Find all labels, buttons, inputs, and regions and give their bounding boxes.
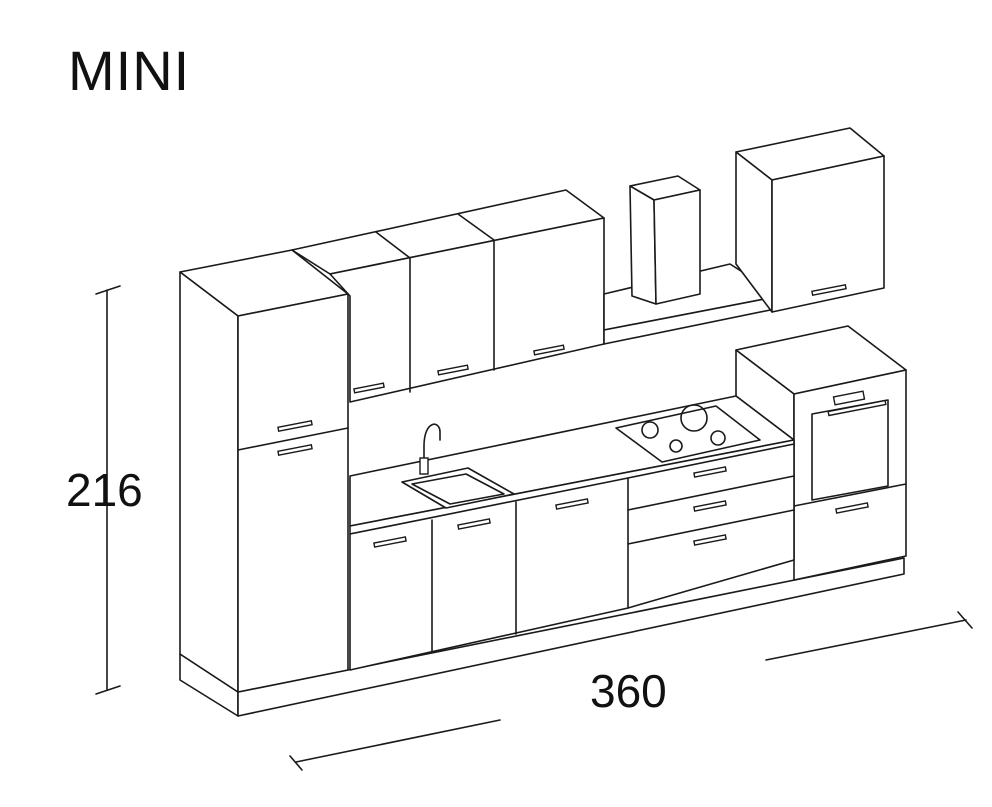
drawer-handle-2 (693, 500, 727, 512)
width-dimension-line (289, 611, 973, 771)
base-door-handle-3 (555, 498, 589, 510)
oven-display (832, 390, 866, 406)
base-door-handle-2 (457, 518, 491, 530)
base-door-handle-1 (373, 536, 407, 548)
base-cabinets (349, 443, 795, 671)
wall-cabinet-right (735, 127, 885, 313)
tall-cabinet-lower-handle (277, 443, 313, 457)
tall-cabinet-upper-handle (277, 419, 313, 433)
wall-cabinet-handle-3 (533, 344, 565, 356)
cooktop (615, 404, 761, 463)
drawer-handle-3 (693, 534, 727, 546)
model-title: MINI (68, 39, 191, 102)
oven-handle (827, 399, 887, 417)
drawer-handle-1 (693, 466, 727, 478)
wall-cabinet-handle-2 (437, 364, 469, 376)
sink (401, 423, 515, 509)
extractor-hood (603, 175, 781, 345)
plinth (179, 557, 905, 717)
width-dimension-label: 360 (590, 665, 667, 717)
tall-column-cabinet (179, 249, 349, 693)
wall-cabinet-right-handle (811, 283, 847, 297)
wall-cabinet-handle-1 (353, 382, 385, 394)
wall-cabinets (291, 189, 605, 403)
height-dimension-label: 216 (66, 464, 143, 516)
oven-drawer-handle (835, 502, 869, 514)
oven-window (811, 399, 889, 501)
height-dimension-line (95, 285, 121, 695)
